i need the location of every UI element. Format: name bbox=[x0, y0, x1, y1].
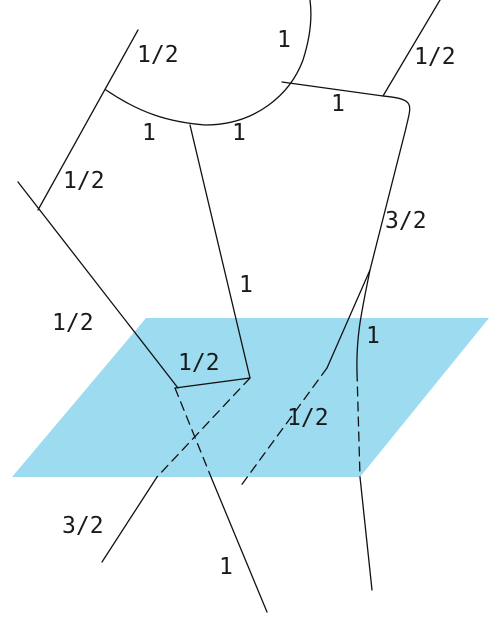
edge-crossing-solid bbox=[326, 269, 371, 369]
edge-top-left-strand bbox=[37, 29, 139, 211]
label-left-lower-half: 1/2 bbox=[52, 310, 94, 336]
edge-top-right-strand bbox=[382, 0, 441, 97]
label-arc-right-one: 1 bbox=[232, 120, 246, 146]
label-bottom-center-one: 1 bbox=[219, 554, 233, 580]
edge-center-line bbox=[189, 124, 251, 379]
label-left-upper-half: 1/2 bbox=[63, 168, 105, 194]
edge-left-lower-strand bbox=[17, 181, 179, 389]
label-center-line-one: 1 bbox=[239, 272, 253, 298]
label-dashed-crossing-half: 1/2 bbox=[287, 405, 329, 431]
edge-right-side bbox=[356, 127, 407, 373]
label-inner-bar-half: 1/2 bbox=[178, 350, 220, 376]
label-arc-left-one: 1 bbox=[142, 120, 156, 146]
label-top-left-half: 1/2 bbox=[137, 42, 179, 68]
label-top-right-half: 1/2 bbox=[414, 44, 456, 70]
edge-bottom-left bbox=[101, 476, 158, 563]
dashed-crossing bbox=[239, 367, 328, 488]
shaded-plane bbox=[12, 318, 489, 477]
dashed-center-down bbox=[156, 377, 251, 478]
label-top-bar-one: 1 bbox=[331, 91, 345, 117]
label-top-curve-one: 1 bbox=[277, 27, 291, 53]
edge-bottom-center bbox=[210, 476, 268, 613]
edge-top-bar bbox=[281, 81, 411, 129]
label-plane-right-one: 1 bbox=[366, 323, 380, 349]
edge-top-arc bbox=[105, 0, 312, 126]
label-right-edge-three-halves: 3/2 bbox=[385, 208, 427, 234]
edge-bottom-right bbox=[359, 476, 373, 591]
dashed-left-down bbox=[174, 387, 212, 478]
edge-inner-bar bbox=[174, 377, 251, 389]
label-bottom-left-three-halves: 3/2 bbox=[62, 513, 104, 539]
dashed-right-down bbox=[356, 371, 361, 478]
